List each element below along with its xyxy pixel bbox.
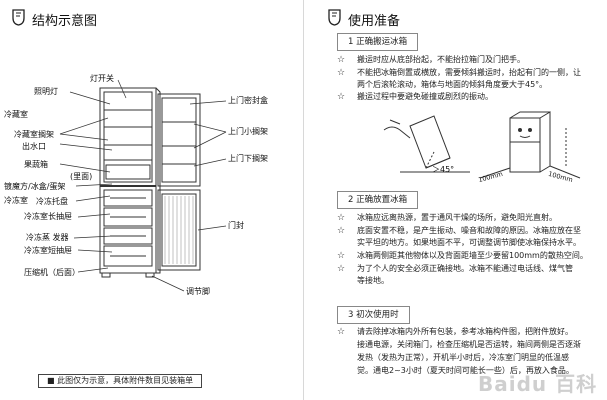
- label-crisper: 果蔬箱: [24, 160, 48, 169]
- section-heading-moving: 1 正确搬运冰箱: [337, 33, 419, 51]
- label-short-drawer: 冷冻室短抽屉: [24, 246, 72, 255]
- section-heading-first-use: 3 初次使用时: [337, 306, 410, 324]
- label-seal-box: 上门密封盒: [228, 96, 268, 105]
- label-ice-tray: 镀魔方/冰盒/蛋架: [4, 182, 66, 191]
- moving-illustration: [383, 111, 581, 179]
- label-freezer-tray: 冷冻托盘: [36, 197, 68, 206]
- first-use-line: 发热（发热为正常），开机半小时后，冷冻室门明显的低温感: [357, 353, 569, 362]
- prep-title: 使用准备: [348, 14, 401, 29]
- label-long-drawer: 冷冻室长抽屉: [24, 212, 72, 221]
- footnote-square-icon: ■: [47, 376, 58, 385]
- first-use-line: 接通电源，关闭箱门，检查压缩机是否运转，箱间两侧是否逐渐: [357, 340, 581, 349]
- section-heading-placing: 2 正确放置冰箱: [337, 191, 419, 209]
- watermark: Baidu 百科: [478, 372, 598, 396]
- label-inner: (里面): [70, 172, 93, 181]
- diagram-footnote: ■ 此图仅为示意，具体附件数目见装箱单: [38, 374, 203, 388]
- upper-door: [157, 93, 201, 187]
- label-lamp: 照明灯: [34, 87, 58, 96]
- angle-label: ＞45°: [432, 165, 455, 174]
- label-freezer-room: 冷冻室: [4, 196, 28, 205]
- manual-logo-icon: [12, 9, 25, 26]
- label-lower-shelf: 上门下搁架: [228, 154, 268, 163]
- label-cold-shelf: 冷藏室搁架: [14, 130, 54, 139]
- fridge-structure-diagram: [59, 79, 227, 292]
- fridge-cabinet: [99, 87, 157, 274]
- label-foot: 调节脚: [186, 287, 210, 296]
- label-door-seal: 门封: [228, 221, 244, 230]
- label-water-outlet: 出水口: [22, 142, 46, 151]
- first-use-line: 觉。通电2~3小时（夏天时间可能长一些）后，再放入食品。: [357, 366, 574, 375]
- page-divider: [303, 0, 304, 400]
- structure-title: 结构示意图: [32, 14, 98, 29]
- lower-door: [157, 189, 201, 271]
- label-compressor: 压缩机（后面）: [24, 268, 80, 277]
- label-evaporator: 冷冻蒸 发器: [26, 233, 69, 242]
- label-light-switch: 灯开关: [90, 74, 114, 83]
- label-cold-room: 冷藏室: [4, 110, 28, 119]
- label-small-shelf: 上门小搁架: [228, 127, 268, 136]
- manual-logo-icon: [328, 9, 341, 26]
